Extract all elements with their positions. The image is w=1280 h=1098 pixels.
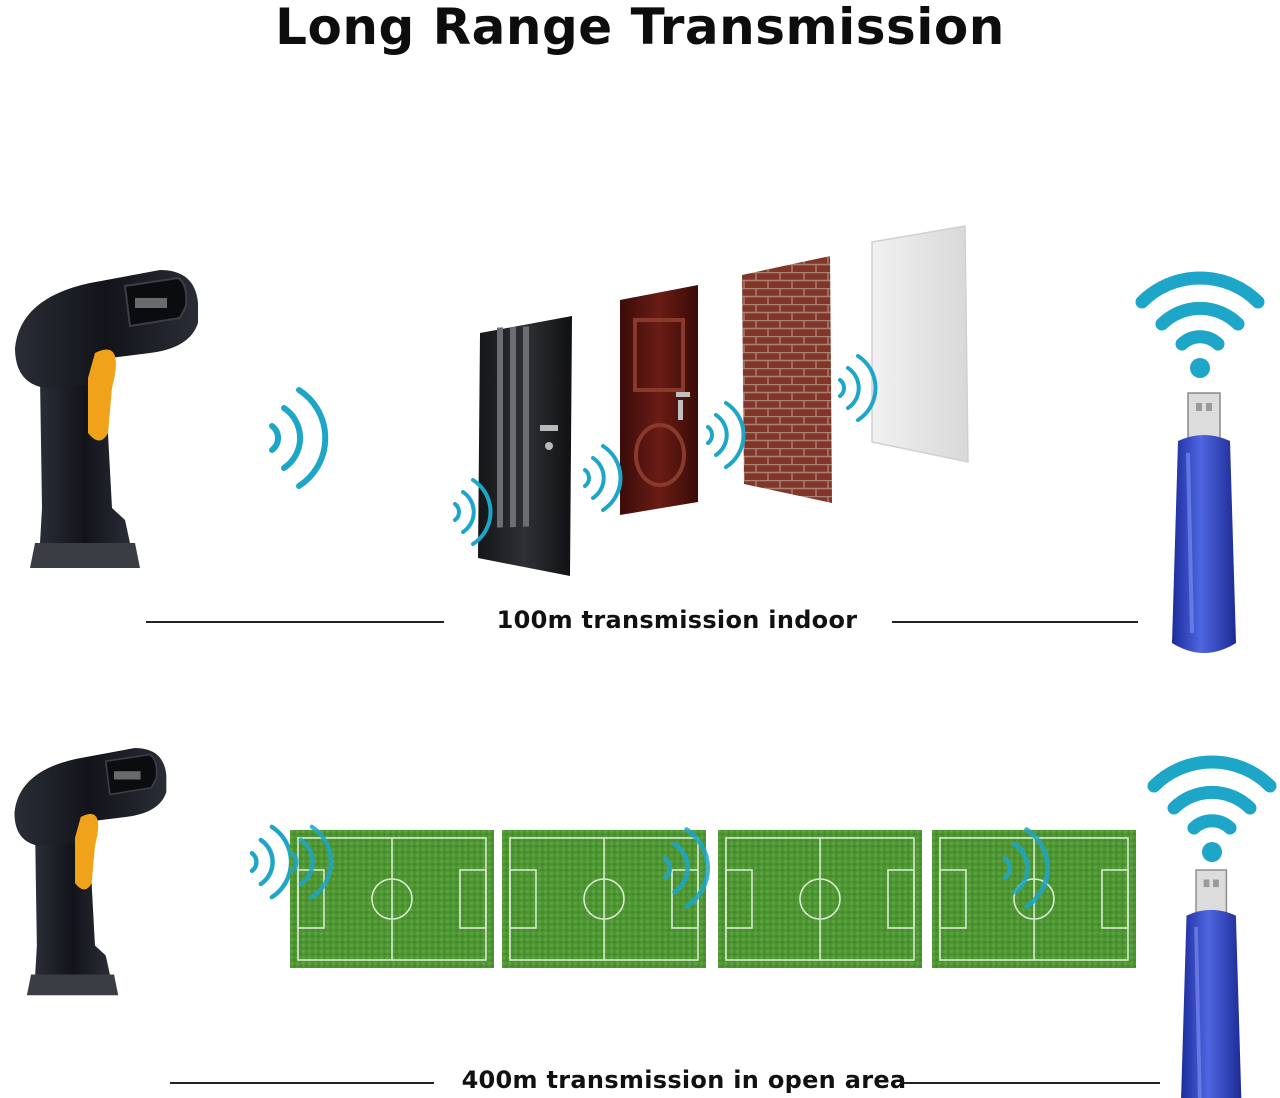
soccer-field-1	[289, 829, 495, 969]
barcode-scanner-indoor	[14, 269, 199, 569]
signal-waves-wall	[838, 354, 878, 422]
divider-outdoor-right	[904, 1082, 1160, 1084]
black-door	[478, 316, 572, 576]
usb-dongle-outdoor	[1178, 868, 1244, 1098]
signal-waves-door2	[583, 444, 623, 512]
barcode-scanner-outdoor	[13, 747, 168, 997]
caption-indoor: 100m transmission indoor	[496, 606, 858, 634]
wifi-icon	[1142, 278, 1258, 378]
brick-wall	[742, 256, 832, 503]
divider-outdoor-left	[170, 1082, 434, 1084]
soccer-field-3	[717, 829, 923, 969]
signal-waves-scanner	[272, 390, 325, 486]
divider-indoor-left	[146, 621, 444, 623]
signal-waves-door3	[706, 401, 746, 469]
white-panel	[871, 225, 969, 463]
divider-indoor-right	[892, 621, 1138, 623]
page-title: Long Range Transmission	[275, 0, 1005, 56]
signal-waves-scanner-outdoor	[252, 827, 291, 897]
wifi-icon-outdoor	[1154, 762, 1270, 862]
caption-outdoor: 400m transmission in open area	[461, 1066, 907, 1094]
usb-dongle-indoor	[1170, 391, 1238, 655]
brown-door	[620, 285, 698, 515]
soccer-field-2	[501, 829, 707, 969]
